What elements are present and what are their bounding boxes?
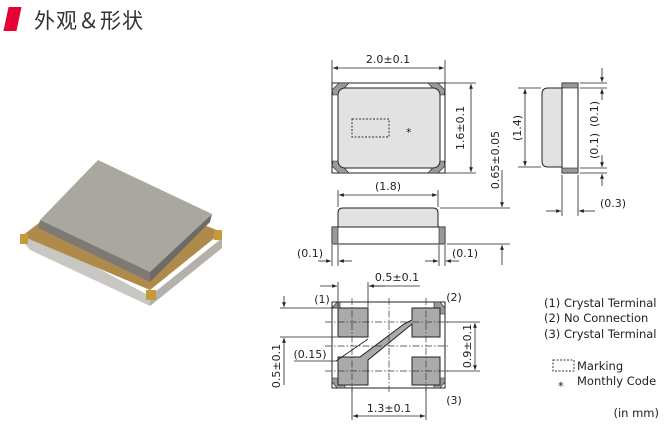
legend-item: (3) Crystal Terminal xyxy=(544,327,657,341)
marking-icon xyxy=(552,359,575,372)
end-view: (1.4) (0.1) (0.1) (0.3) xyxy=(511,68,626,216)
lid-width-dimension: (1.8) xyxy=(375,180,401,193)
monthly-code-symbol: * xyxy=(558,379,564,393)
pad-pitch-horizontal: 1.3±0.1 xyxy=(367,402,411,415)
pad-pitch-vertical: 0.9±0.1 xyxy=(461,324,474,368)
left-offset-dimension: (0.1) xyxy=(297,247,323,260)
legend-item: (2) No Connection xyxy=(544,311,648,325)
monthly-code-symbol: * xyxy=(406,126,412,139)
lid-height-dimension: (1.4) xyxy=(511,115,524,141)
pin-1-label: (1) xyxy=(314,293,330,306)
width-dimension: 2.0±0.1 xyxy=(366,53,410,66)
height-dimension: 0.65±0.05 xyxy=(489,131,502,189)
pin-2-label: (2) xyxy=(446,291,462,304)
pad-3-trace xyxy=(337,307,441,386)
top-view: * 2.0±0.1 1.6±0.1 xyxy=(331,53,476,174)
marking-area xyxy=(351,118,390,138)
pad-1 xyxy=(337,307,369,338)
legend-monthly-code: Monthly Code xyxy=(577,374,656,388)
legend-item: (1) Crystal Terminal xyxy=(544,296,657,310)
unit-note: (in mm) xyxy=(613,406,659,420)
product-photo xyxy=(20,160,222,306)
height-dimension: 1.6±0.1 xyxy=(454,106,467,150)
bottom-offset-dimension: (0.1) xyxy=(588,133,601,159)
pin-3-label: (3) xyxy=(446,394,462,407)
pad-width-dimension: 0.5±0.1 xyxy=(375,271,419,284)
legend-marking: Marking xyxy=(577,359,623,373)
thickness-dimension: (0.3) xyxy=(600,197,626,210)
trace-width-dimension: (0.15) xyxy=(293,348,326,361)
top-offset-dimension: (0.1) xyxy=(588,101,601,127)
right-offset-dimension: (0.1) xyxy=(452,247,478,260)
bottom-view: 0.5±0.1 0.5±0.1 (0.15) 0.9±0.1 1.3±0.1 (… xyxy=(270,271,480,420)
legend: (1) Crystal Terminal (2) No Connection (… xyxy=(544,296,659,420)
pad-height-dimension: 0.5±0.1 xyxy=(270,344,283,388)
section-title: 外观＆形状 xyxy=(34,9,144,33)
side-view: (1.8) 0.65±0.05 (0.1) (0.1) xyxy=(297,131,510,266)
